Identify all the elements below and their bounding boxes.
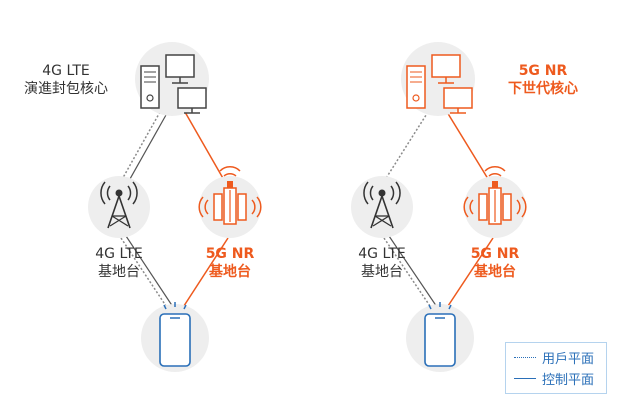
right-core-to-nr-line [446, 111, 494, 188]
right-lte-to-phone-control-line [388, 235, 440, 311]
legend-control-plane-label: 控制平面 [542, 373, 595, 388]
right-nr-label: 5G NR 基地台 [455, 245, 535, 281]
right-core-network-icon [401, 42, 475, 116]
right-nr-label-line1: 5G NR [470, 246, 520, 262]
left-core-to-lte-control-line [125, 114, 167, 187]
right-lte-label-line1: 4G LTE [358, 246, 406, 262]
right-lte-label: 4G LTE 基地台 [342, 245, 422, 281]
right-core-to-lte-user-line [382, 111, 429, 184]
right-core-label-line2: 下世代核心 [508, 81, 578, 97]
legend-user-plane-label: 用戶平面 [542, 352, 595, 367]
left-lte-label-line1: 4G LTE [95, 246, 143, 262]
right-nr-antenna-icon [463, 166, 527, 238]
legend-user-plane: 用戶平面 [514, 348, 594, 367]
left-lte-to-phone-control-line [125, 235, 176, 311]
left-core-to-nr-line [184, 111, 229, 188]
right-nr-label-line2: 基地台 [474, 264, 516, 280]
solid-line-swatch [514, 378, 536, 379]
right-phone-icon [406, 302, 474, 372]
right-core-label-line1: 5G NR [518, 63, 568, 79]
right-core-label: 5G NR 下世代核心 [487, 62, 599, 98]
left-nr-label-line1: 5G NR [205, 246, 255, 262]
legend-control-plane: 控制平面 [514, 369, 594, 388]
left-core-label: 4G LTE 演進封包核心 [10, 62, 122, 98]
left-nr-label-line2: 基地台 [209, 264, 251, 280]
left-lte-tower-icon [88, 176, 150, 238]
left-lte-label-line2: 基地台 [98, 264, 140, 280]
right-connections [382, 111, 494, 313]
left-connections [119, 111, 229, 313]
right-lte-to-phone-user-line [383, 237, 435, 313]
left-phone-icon [141, 302, 209, 372]
legend: 用戶平面 控制平面 [505, 342, 607, 394]
right-nr-to-phone-line [443, 237, 494, 313]
left-core-label-line1: 4G LTE [42, 63, 90, 79]
left-core-network-icon [135, 42, 209, 116]
left-core-label-line2: 演進封包核心 [24, 81, 108, 97]
dotted-line-swatch [514, 357, 536, 358]
left-nr-antenna-icon [198, 166, 262, 238]
left-core-to-lte-user-line [119, 111, 161, 184]
right-lte-tower-icon [351, 176, 413, 238]
right-lte-label-line2: 基地台 [361, 264, 403, 280]
left-lte-label: 4G LTE 基地台 [79, 245, 159, 281]
left-nr-to-phone-line [179, 237, 229, 313]
left-lte-to-phone-user-line [120, 237, 171, 313]
left-nr-label: 5G NR 基地台 [190, 245, 270, 281]
